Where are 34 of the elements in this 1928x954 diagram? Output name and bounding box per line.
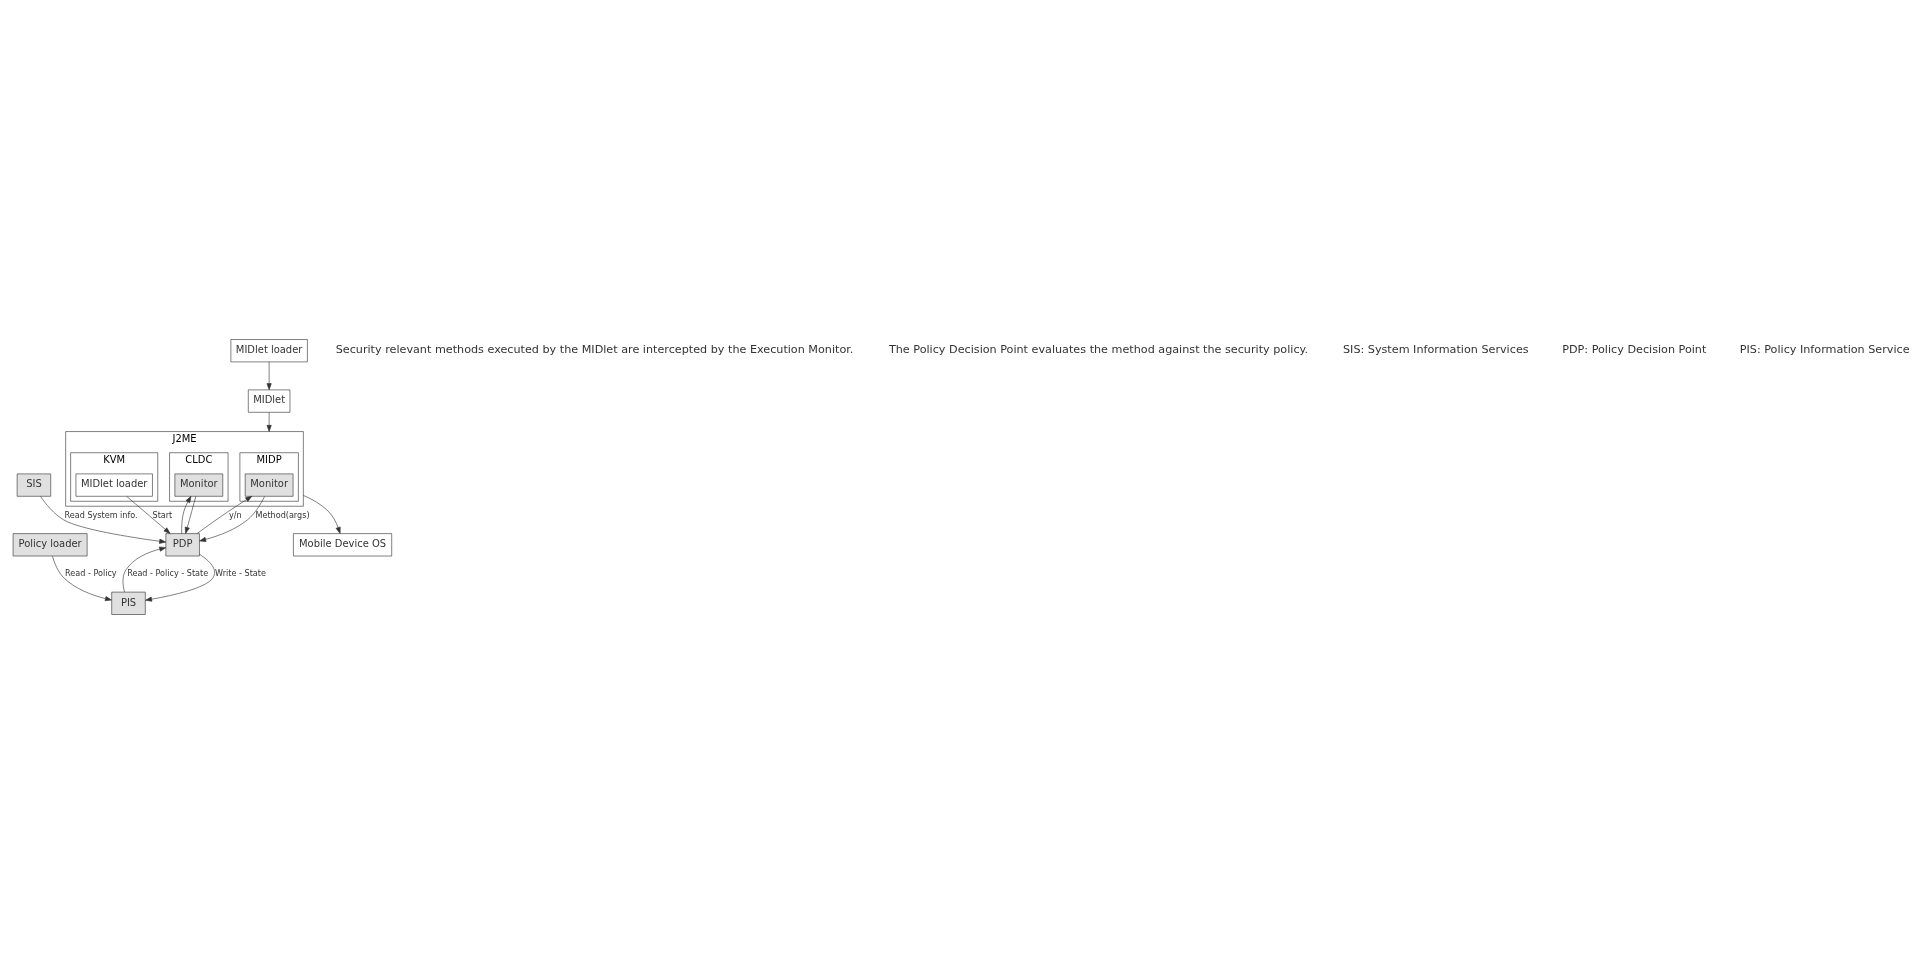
edge-label: Read System info. [64,509,138,520]
arrow [266,412,272,432]
arrow [145,554,215,602]
arrow [52,555,112,602]
node-box: Policy loader [12,533,88,557]
edge-label: y/n [228,509,242,520]
arrow [122,546,167,593]
node-box: MIDlet loader [75,473,153,497]
edge-label: Write - State [215,568,266,579]
arrow [199,496,265,542]
edge-label: Method(args) [255,509,310,520]
label: PIS: Policy Information Service [1739,343,1910,357]
label: PDP: Policy Decision Point [1562,343,1707,357]
arrow [40,496,167,544]
arrow [181,496,192,534]
label: SIS: System Information Services [1343,343,1529,357]
node-box: Mobile Device OS [293,533,392,557]
edge-label: Read - Policy [65,568,117,579]
arrow [303,495,341,534]
edge-label: Start [152,509,173,520]
node-box: MIDlet [248,389,291,413]
arrow [126,496,171,534]
node-box: Monitor [244,473,294,497]
edge-label: Read - Policy - State [127,568,209,579]
arrow [184,496,197,534]
arrow [196,496,253,534]
node-box: MIDlet loader [230,339,308,363]
label: Security relevant methods executed by the MIDlet are intercepted by the Execution Monitor. [335,343,854,357]
node-box: SIS [16,473,52,497]
node-box: PDP [165,533,200,557]
arrow [266,361,272,391]
label: The Policy Decision Point evaluates the method against the security policy. [888,343,1309,357]
node-box: PIS [111,591,146,615]
node-box: Monitor [174,473,224,497]
